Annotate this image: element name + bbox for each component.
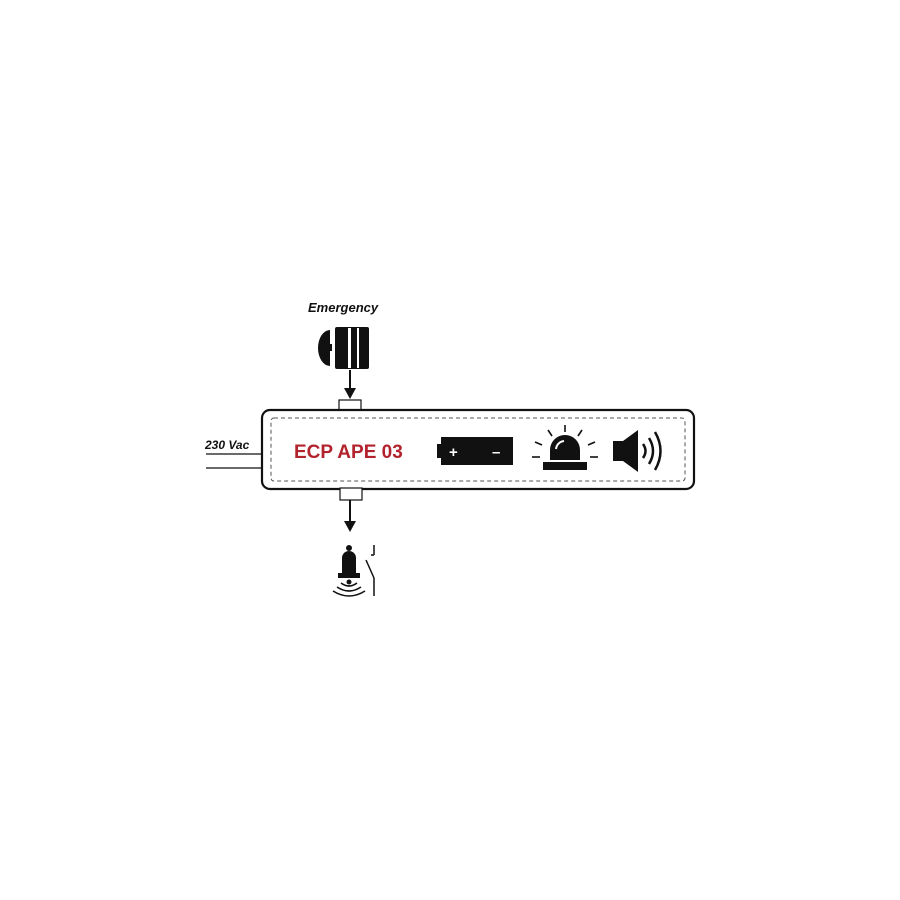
emergency-label: Emergency <box>308 300 379 315</box>
bottom-terminal <box>339 487 363 501</box>
device-label: ECP APE 03 <box>294 442 403 463</box>
battery-icon: + – <box>437 437 513 465</box>
bell-switch-icon <box>332 545 375 597</box>
emergency-stop-button-icon <box>318 327 369 369</box>
power-label: 230 Vac <box>204 438 250 452</box>
beacon-light-icon <box>532 425 598 470</box>
speaker-icon <box>613 430 662 472</box>
battery-plus-label: + <box>449 444 458 461</box>
output-arrow <box>344 500 356 532</box>
input-arrow <box>344 370 356 399</box>
battery-minus-label: – <box>492 444 500 461</box>
power-wires <box>206 453 262 469</box>
